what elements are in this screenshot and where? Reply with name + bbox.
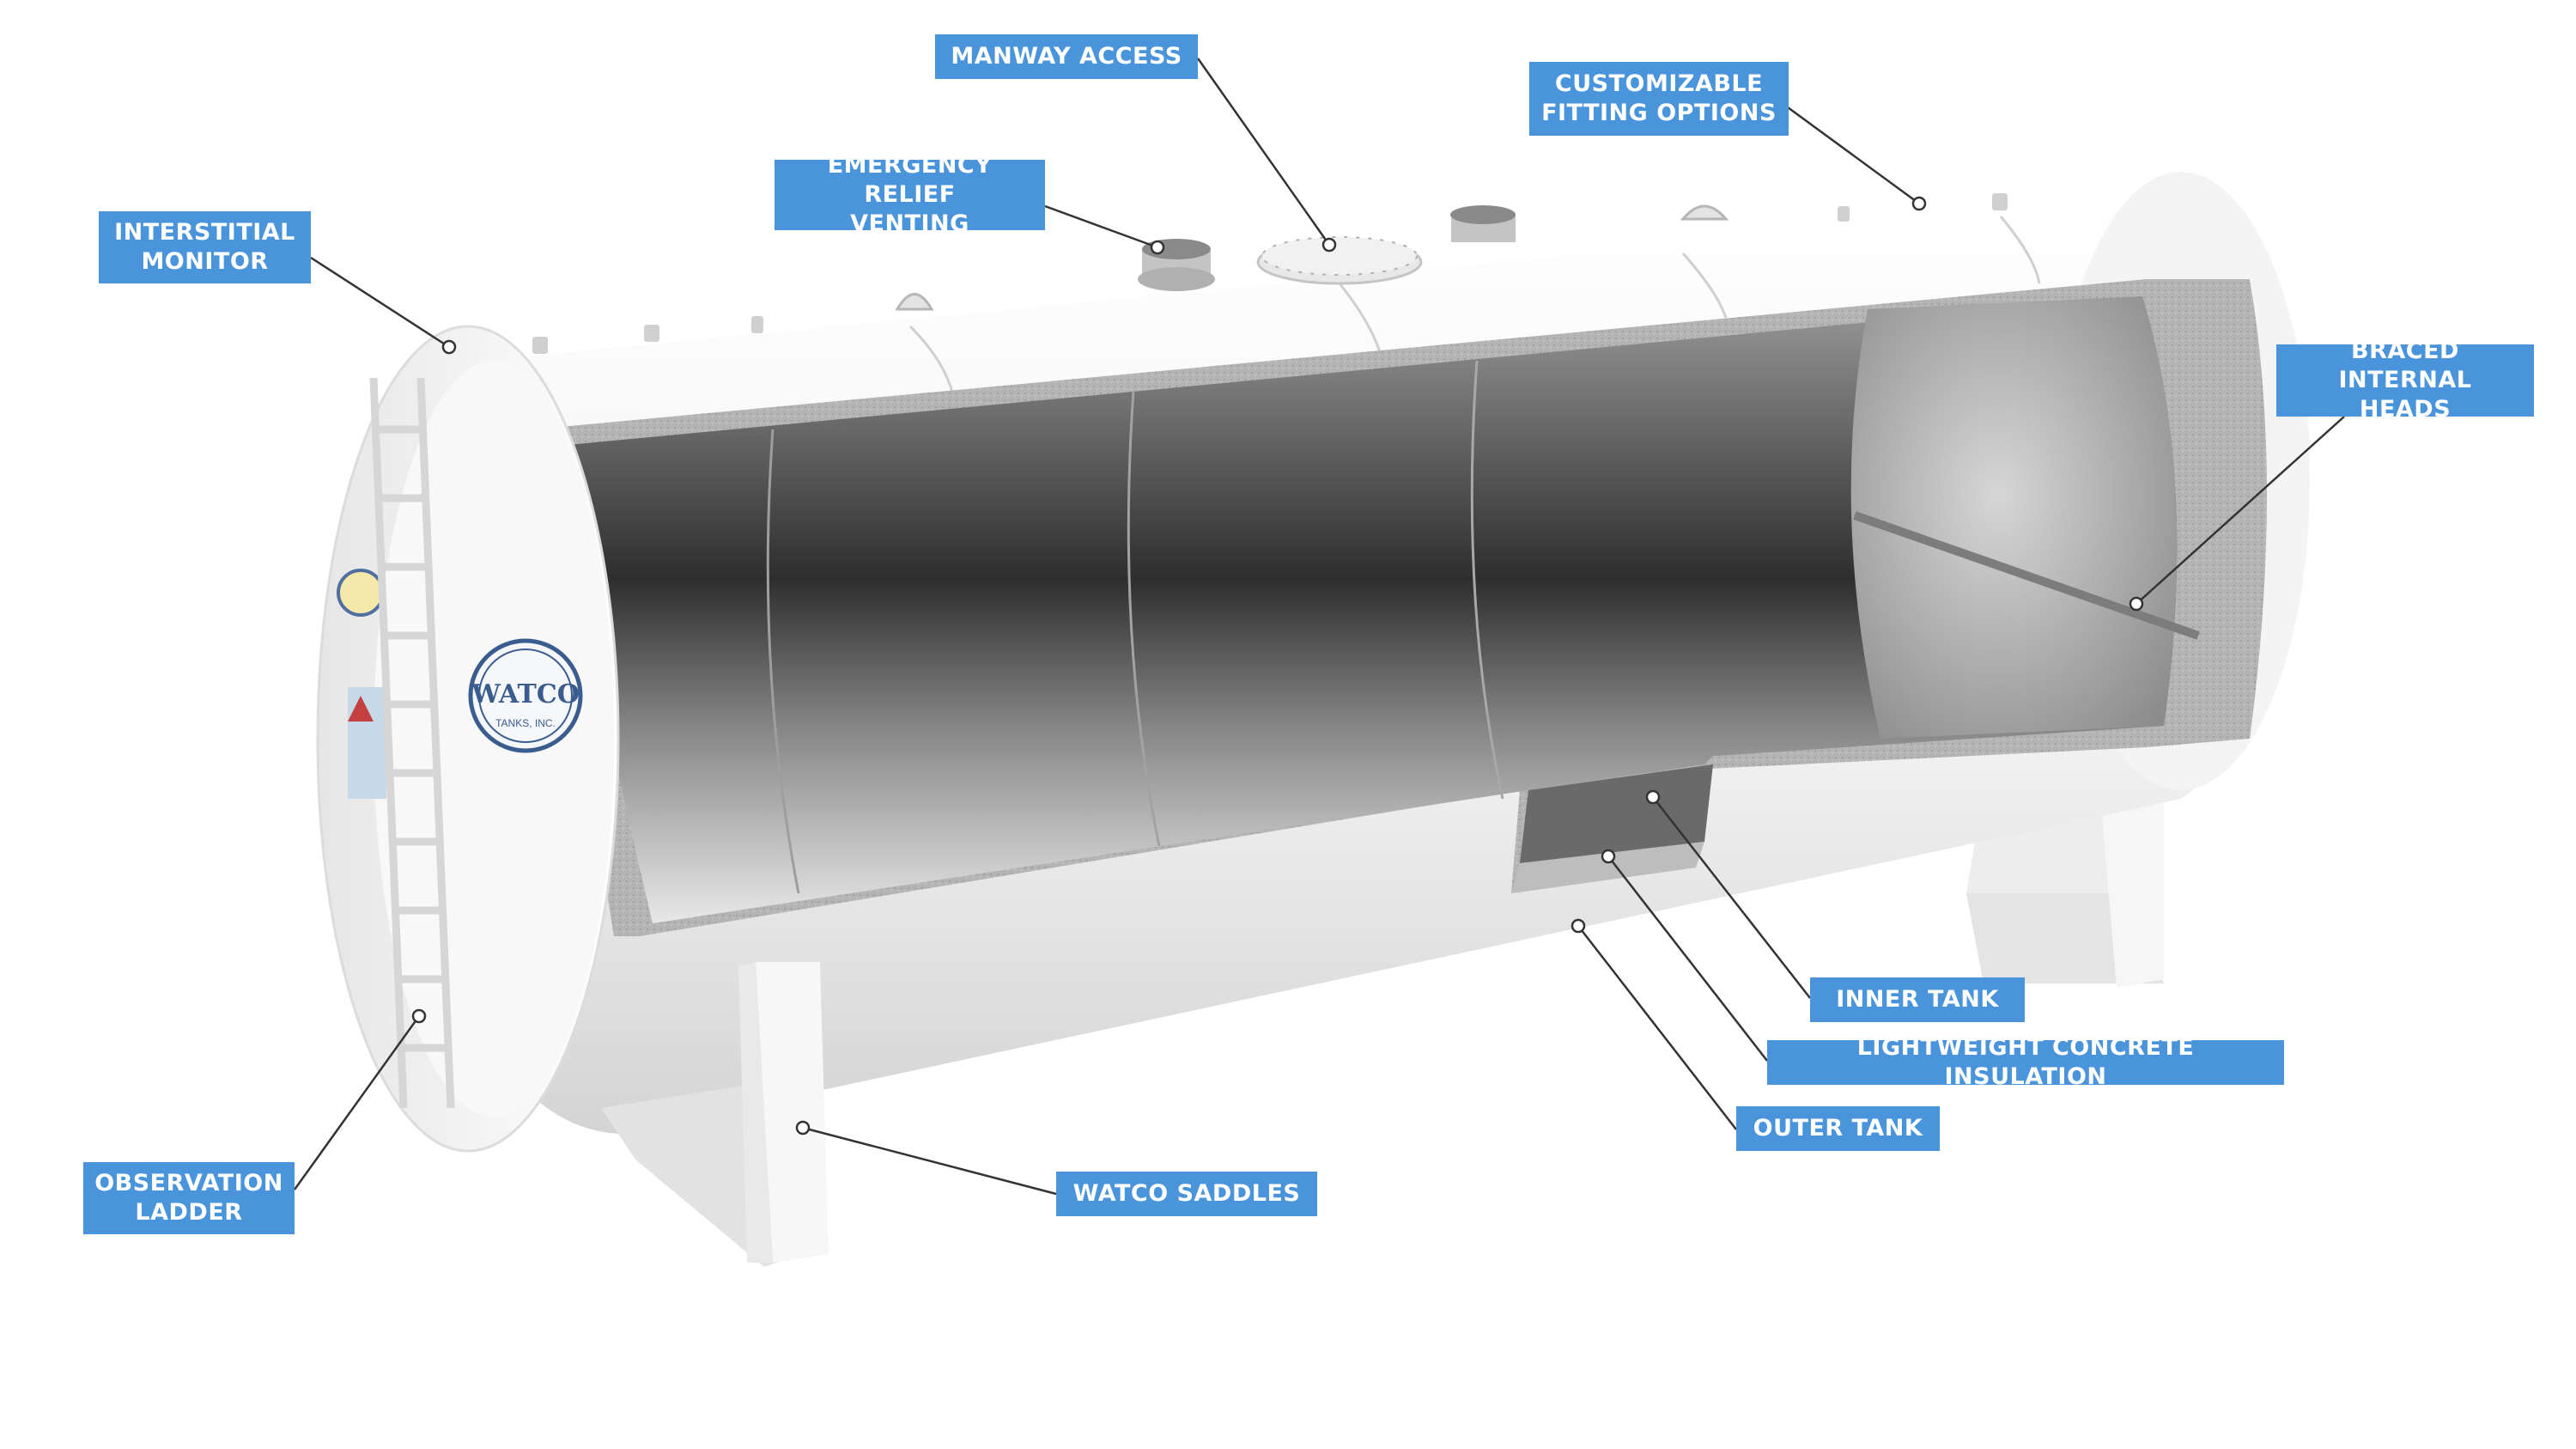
watco-logo: WATCO TANKS, INC. bbox=[468, 638, 583, 753]
callout-outer-tank: OUTER TANK bbox=[1736, 1106, 1940, 1151]
secondary-vent-fitting bbox=[1450, 205, 1516, 242]
tank-end-cap: WATCO TANKS, INC. bbox=[316, 325, 620, 1153]
callout-interstitial-monitor: INTERSTITIAL MONITOR bbox=[99, 211, 311, 283]
callout-watco-saddles: WATCO SADDLES bbox=[1056, 1172, 1317, 1216]
leader-lines bbox=[293, 58, 2345, 1196]
emergency-vent-fitting bbox=[1138, 239, 1215, 291]
callout-manway-access: MANWAY ACCESS bbox=[935, 34, 1198, 79]
manway-fitting bbox=[1256, 236, 1423, 285]
observation-ladder bbox=[369, 377, 455, 1109]
leader-dots bbox=[411, 196, 2144, 1135]
callout-lightweight-concrete-insulation: LIGHTWEIGHT CONCRETE INSULATION bbox=[1767, 1034, 2284, 1090]
callout-inner-tank: INNER TANK bbox=[1810, 977, 2025, 1022]
logo-subtext: TANKS, INC. bbox=[495, 717, 556, 729]
callout-emergency-relief-venting: EMERGENCY RELIEF VENTING bbox=[775, 152, 1045, 237]
callout-customizable-fitting-options: CUSTOMIZABLE FITTING OPTIONS bbox=[1529, 62, 1789, 136]
callout-observation-ladder: OBSERVATION LADDER bbox=[83, 1162, 295, 1234]
inner-tank bbox=[550, 296, 2200, 923]
logo-text: WATCO bbox=[471, 679, 580, 709]
saddle-left bbox=[601, 962, 829, 1267]
callout-braced-internal-heads: BRACED INTERNAL HEADS bbox=[2276, 338, 2534, 423]
top-fittings bbox=[532, 193, 2008, 354]
